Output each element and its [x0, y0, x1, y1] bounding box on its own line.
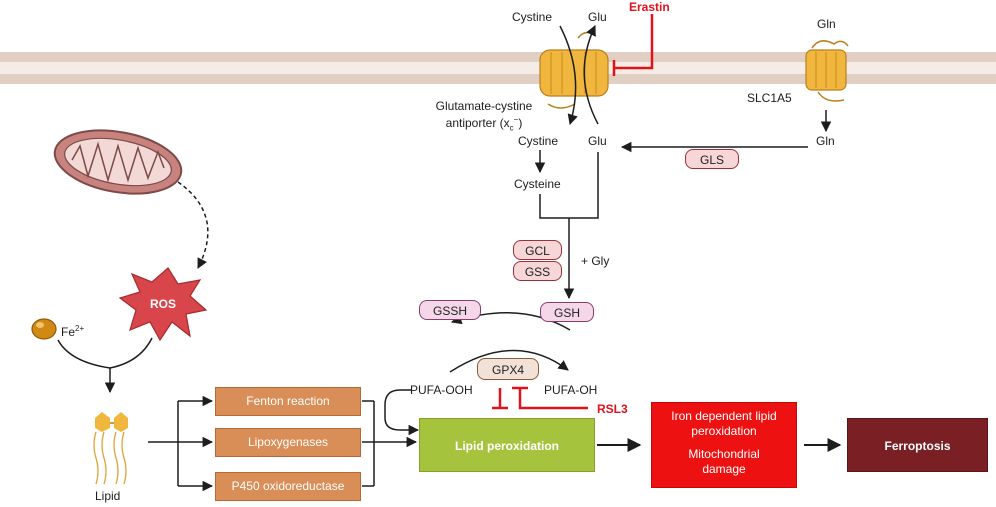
- fe-charge: 2+: [75, 324, 85, 333]
- gly-label: + Gly: [581, 254, 610, 268]
- fe-symbol: Fe: [61, 325, 76, 339]
- cysteine-label: Cysteine: [514, 177, 561, 191]
- cell-membrane: [0, 52, 996, 84]
- ferroptosis-label: Ferroptosis: [884, 439, 951, 453]
- cystine-import-arrow: [559, 25, 578, 126]
- antiporter-label: Glutamate-cystine antiporter (xc−): [424, 99, 544, 135]
- pufa-ooh-bracket: [384, 389, 420, 436]
- gln-out-label: Gln: [817, 17, 836, 31]
- glu-in-label: Glu: [588, 134, 607, 148]
- gss-enzyme: GSS: [513, 261, 562, 281]
- glu-export-arrow: [583, 25, 599, 125]
- lipoxygenases-box: Lipoxygenases: [215, 428, 361, 457]
- iron-mito-damage-box: Iron dependent lipid peroxidation Mitoch…: [651, 402, 797, 488]
- gcl-enzyme: GCL: [513, 240, 562, 260]
- gsh-node: GSH: [540, 302, 594, 322]
- ros-label: ROS: [150, 297, 177, 311]
- iron-ion-icon: [31, 318, 57, 340]
- antiporter-line1: Glutamate-cystine: [435, 99, 533, 113]
- cystine-in-label: Cystine: [518, 134, 559, 148]
- mito-to-ros-arrow: [177, 181, 209, 269]
- rsl3-label: RSL3: [597, 402, 628, 416]
- mito-line1: Mitochondrial: [688, 447, 760, 461]
- fe-converge-line: [57, 339, 111, 369]
- ros-burst-icon: [118, 267, 208, 342]
- antiporter-sup: −: [513, 115, 519, 124]
- fenton-reaction-box: Fenton reaction: [215, 387, 361, 416]
- antiporter-line2: antiporter (x: [445, 116, 510, 130]
- gln-in-label: Gln: [816, 134, 835, 148]
- erastin-inhibition: [615, 14, 654, 70]
- lipid-icon: [93, 412, 128, 485]
- p450-oxidoreductase-box: P450 oxidoreductase: [215, 472, 361, 501]
- gpx4-enzyme: GPX4: [477, 358, 539, 380]
- rsl3-inhibition: [518, 388, 588, 410]
- ros-converge-line: [109, 337, 153, 369]
- cystine-out-label: Cystine: [512, 10, 553, 24]
- pufa-oh-label: PUFA-OH: [544, 383, 598, 397]
- lipid-peroxidation-label: Lipid peroxidation: [455, 439, 559, 453]
- fe-label: Fe2+: [61, 322, 84, 339]
- gssh-node: GSSH: [419, 300, 481, 320]
- mitochondria-icon: [53, 129, 183, 195]
- pufa-ooh-label: PUFA-OOH: [410, 383, 473, 397]
- erastin-label: Erastin: [629, 0, 670, 14]
- ferroptosis-box: Ferroptosis: [847, 418, 988, 472]
- antiporter-sub: c: [509, 123, 514, 133]
- gls-enzyme: GLS: [685, 149, 739, 169]
- lipid-label: Lipid: [95, 489, 121, 503]
- mito-line2: damage: [702, 462, 746, 476]
- lipid-peroxidation-box: Lipid peroxidation: [419, 418, 595, 472]
- slc1a5-label: SLC1A5: [747, 91, 792, 105]
- iron-line2: peroxidation: [691, 424, 757, 438]
- iron-line1: Iron dependent lipid: [671, 409, 777, 423]
- slc1a5-transporter-icon: [805, 40, 849, 102]
- glu-out-label: Glu: [588, 10, 607, 24]
- antiporter-close: ): [518, 116, 523, 130]
- pufa-ooh-to-oh-arc: [449, 349, 569, 373]
